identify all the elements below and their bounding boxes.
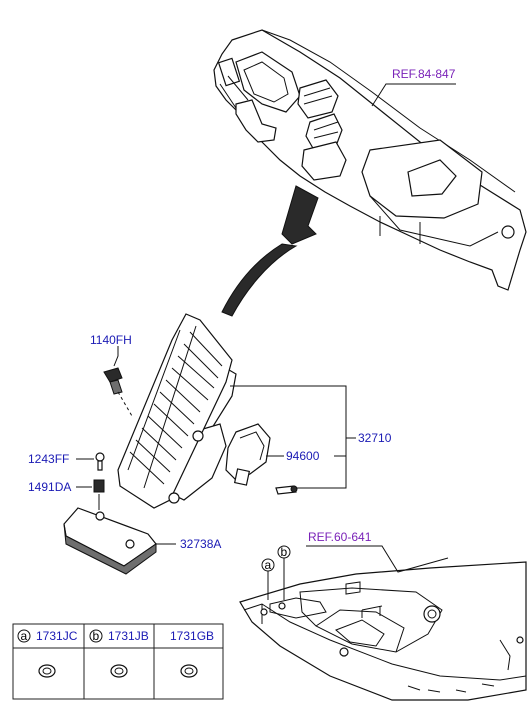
assembly-bracket: 94600 32710	[230, 385, 392, 489]
grommet-1731jc-icon	[38, 664, 56, 678]
nut-1491da: 1491DA	[28, 479, 105, 510]
grommet-table: a 1731JC b 1731JB 1731GB	[12, 623, 224, 700]
clip-1243ff: 1243FF	[28, 452, 105, 471]
marker-b-label: b	[281, 545, 288, 559]
label-1140fh: 1140FH	[90, 333, 132, 347]
bolt-1140fh: 1140FH	[90, 333, 133, 417]
grommet-1731jb-icon	[110, 664, 128, 678]
label-1491da: 1491DA	[28, 480, 71, 494]
label-1243ff: 1243FF	[28, 452, 69, 466]
ref-floor-label: REF.60-641	[308, 530, 372, 544]
accelerator-pedal	[117, 313, 298, 509]
table-code-1731jc: 1731JC	[36, 629, 78, 643]
table-marker-b: b	[93, 629, 100, 643]
dashboard-illustration: REF.84-847	[213, 29, 527, 291]
label-94600: 94600	[286, 449, 320, 463]
table-marker-a: a	[21, 629, 28, 643]
marker-b-circle	[89, 629, 103, 643]
table-code-1731jb: 1731JB	[108, 629, 149, 643]
connector-arrow	[221, 185, 319, 317]
floor-panel: REF.60-641 a b	[239, 530, 527, 701]
label-32710: 32710	[358, 431, 392, 445]
marker-a-label: a	[265, 558, 272, 572]
marker-a-circle	[17, 629, 31, 643]
pad-32738a: 32738A	[63, 507, 221, 575]
ref-dashboard-label: REF.84-847	[392, 67, 456, 81]
label-32738a: 32738A	[180, 537, 221, 551]
table-code-1731gb: 1731GB	[170, 629, 214, 643]
grommet-1731gb-icon	[180, 664, 198, 678]
